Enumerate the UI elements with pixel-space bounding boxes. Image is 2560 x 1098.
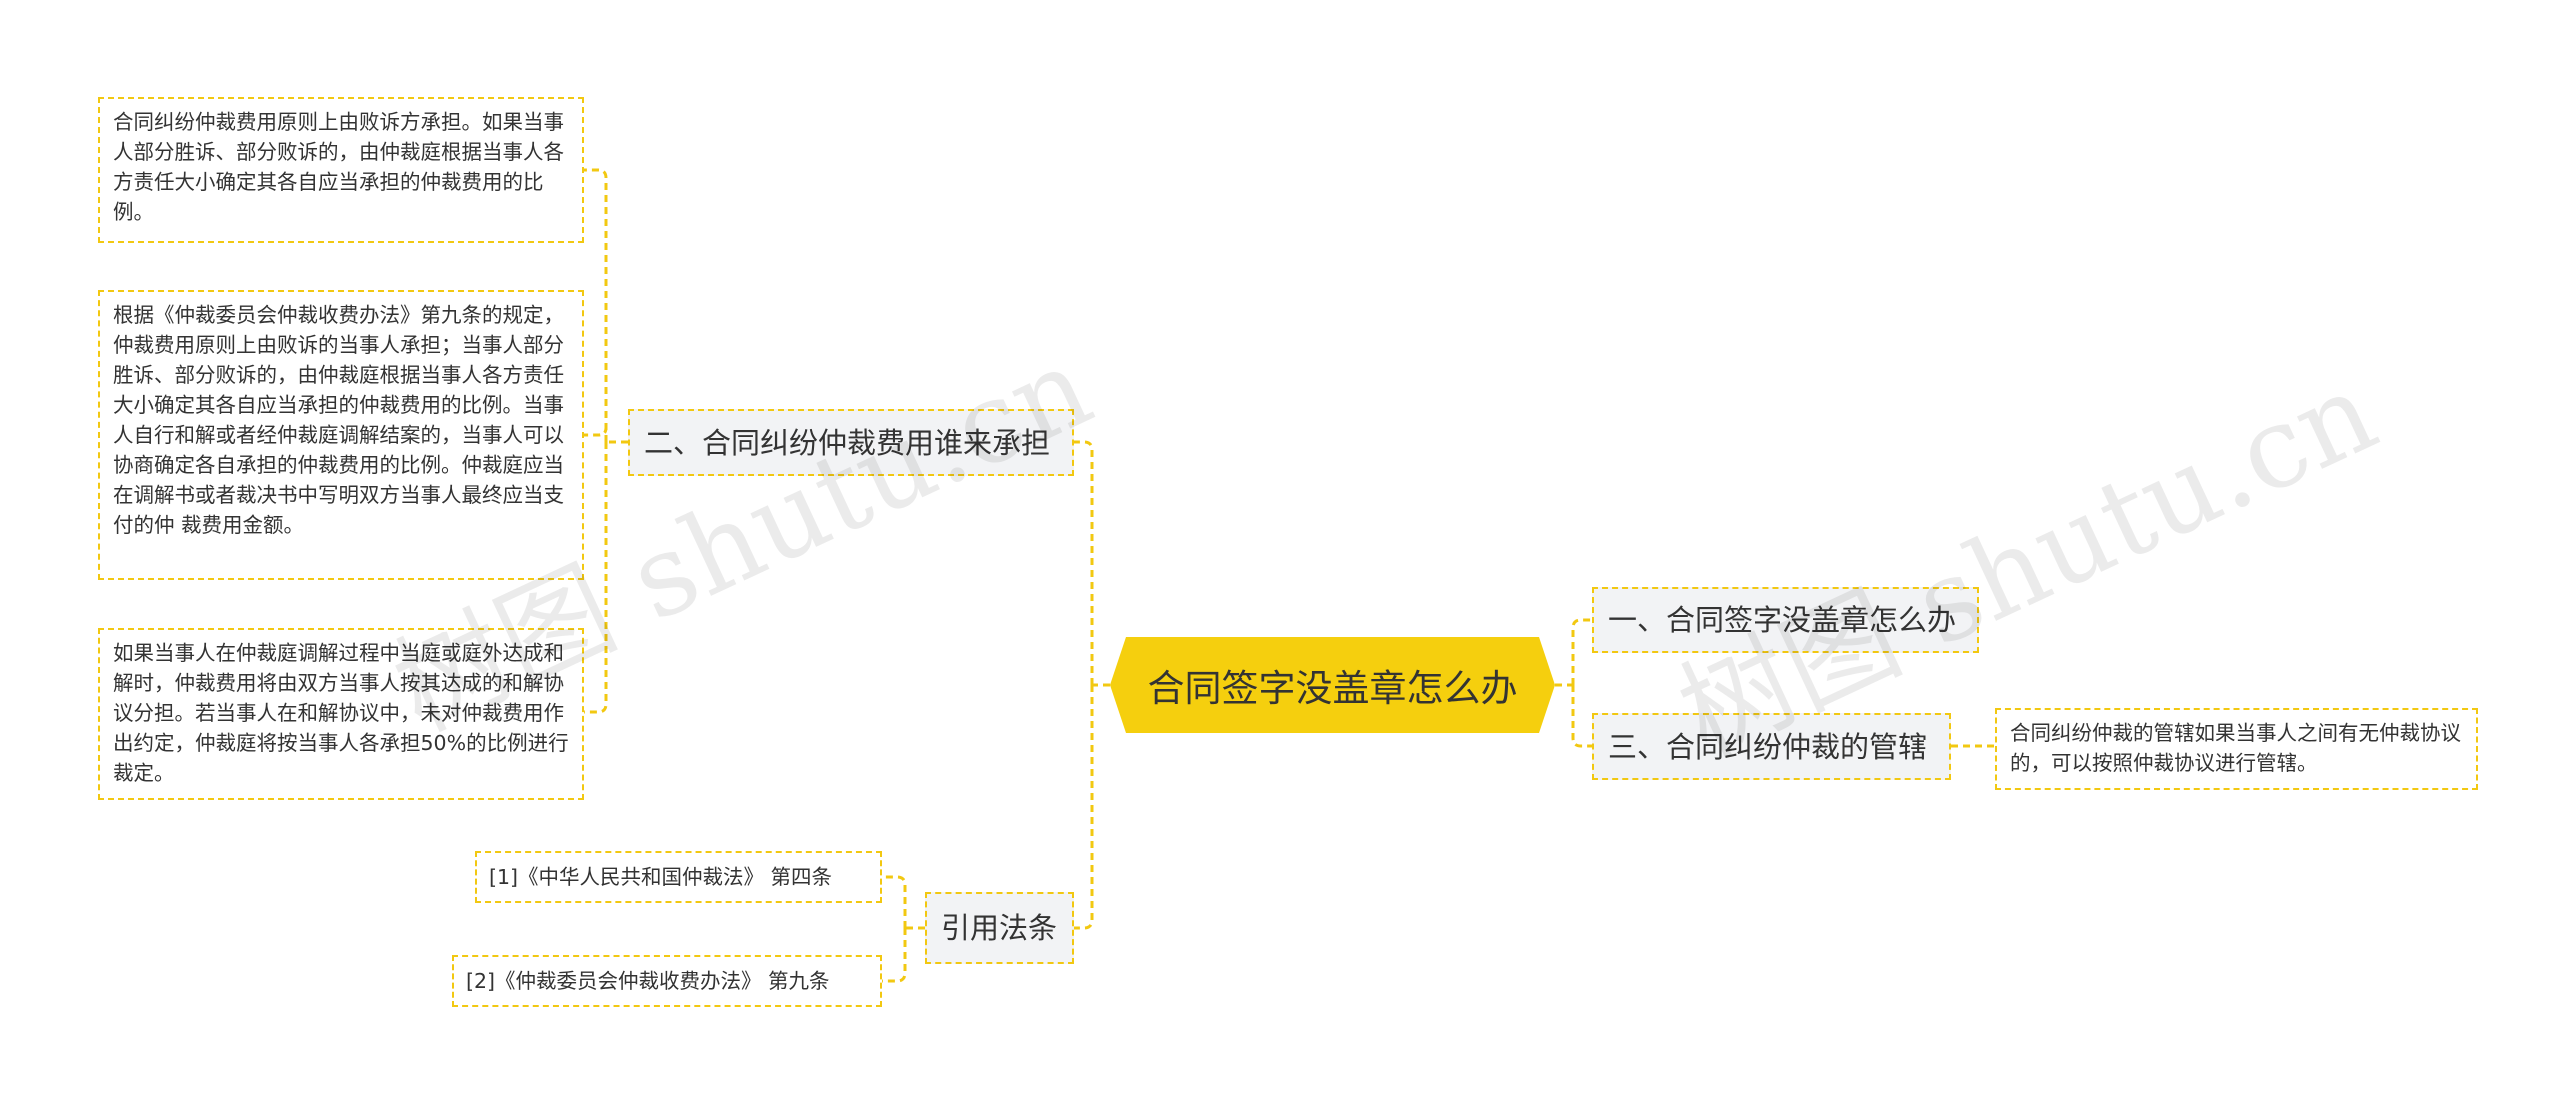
- topic-arbitration-fee[interactable]: 二、合同纠纷仲裁费用谁来承担: [628, 409, 1074, 476]
- root-title: 合同签字没盖章怎么办: [1147, 667, 1518, 710]
- reference-text: [2]《仲裁委员会仲裁收费办法》 第九条: [466, 969, 830, 993]
- topic-label: 一、合同签字没盖章怎么办: [1608, 603, 1957, 637]
- detail-text: 合同纠纷仲裁费用原则上由败诉方承担。如果当事人部分胜诉、部分败诉的，由仲裁庭根据…: [113, 110, 564, 224]
- detail-text: 如果当事人在仲裁庭调解过程中当庭或庭外达成和解时，仲裁费用将由双方当事人按其达成…: [113, 641, 569, 785]
- detail-text: 合同纠纷仲裁的管辖如果当事人之间有无仲裁协议的，可以按照仲裁协议进行管辖。: [2010, 721, 2461, 775]
- root-topic[interactable]: 合同签字没盖章怎么办: [1110, 637, 1555, 733]
- detail-fee-principle[interactable]: 合同纠纷仲裁费用原则上由败诉方承担。如果当事人部分胜诉、部分败诉的，由仲裁庭根据…: [98, 97, 584, 243]
- topic-label: 引用法条: [941, 911, 1058, 945]
- detail-fee-rule[interactable]: 根据《仲裁委员会仲裁收费办法》第九条的规定，仲裁费用原则上由败诉的当事人承担；当…: [98, 290, 584, 580]
- topic-label: 三、合同纠纷仲裁的管辖: [1608, 729, 1928, 764]
- reference-text: [1]《中华人民共和国仲裁法》 第四条: [489, 865, 833, 889]
- topic-unsealed-contract[interactable]: 一、合同签字没盖章怎么办: [1592, 587, 1979, 653]
- detail-jurisdiction[interactable]: 合同纠纷仲裁的管辖如果当事人之间有无仲裁协议的，可以按照仲裁协议进行管辖。: [1995, 708, 2478, 790]
- topic-cited-law[interactable]: 引用法条: [925, 892, 1074, 964]
- law-reference-item[interactable]: [2]《仲裁委员会仲裁收费办法》 第九条: [452, 955, 882, 1007]
- topic-label: 二、合同纠纷仲裁费用谁来承担: [644, 425, 1051, 460]
- detail-text: 根据《仲裁委员会仲裁收费办法》第九条的规定，仲裁费用原则上由败诉的当事人承担；当…: [113, 303, 564, 537]
- law-reference-item[interactable]: [1]《中华人民共和国仲裁法》 第四条: [475, 851, 882, 903]
- detail-fee-settlement[interactable]: 如果当事人在仲裁庭调解过程中当庭或庭外达成和解时，仲裁费用将由双方当事人按其达成…: [98, 628, 584, 800]
- topic-arbitration-jurisdiction[interactable]: 三、合同纠纷仲裁的管辖: [1592, 713, 1951, 780]
